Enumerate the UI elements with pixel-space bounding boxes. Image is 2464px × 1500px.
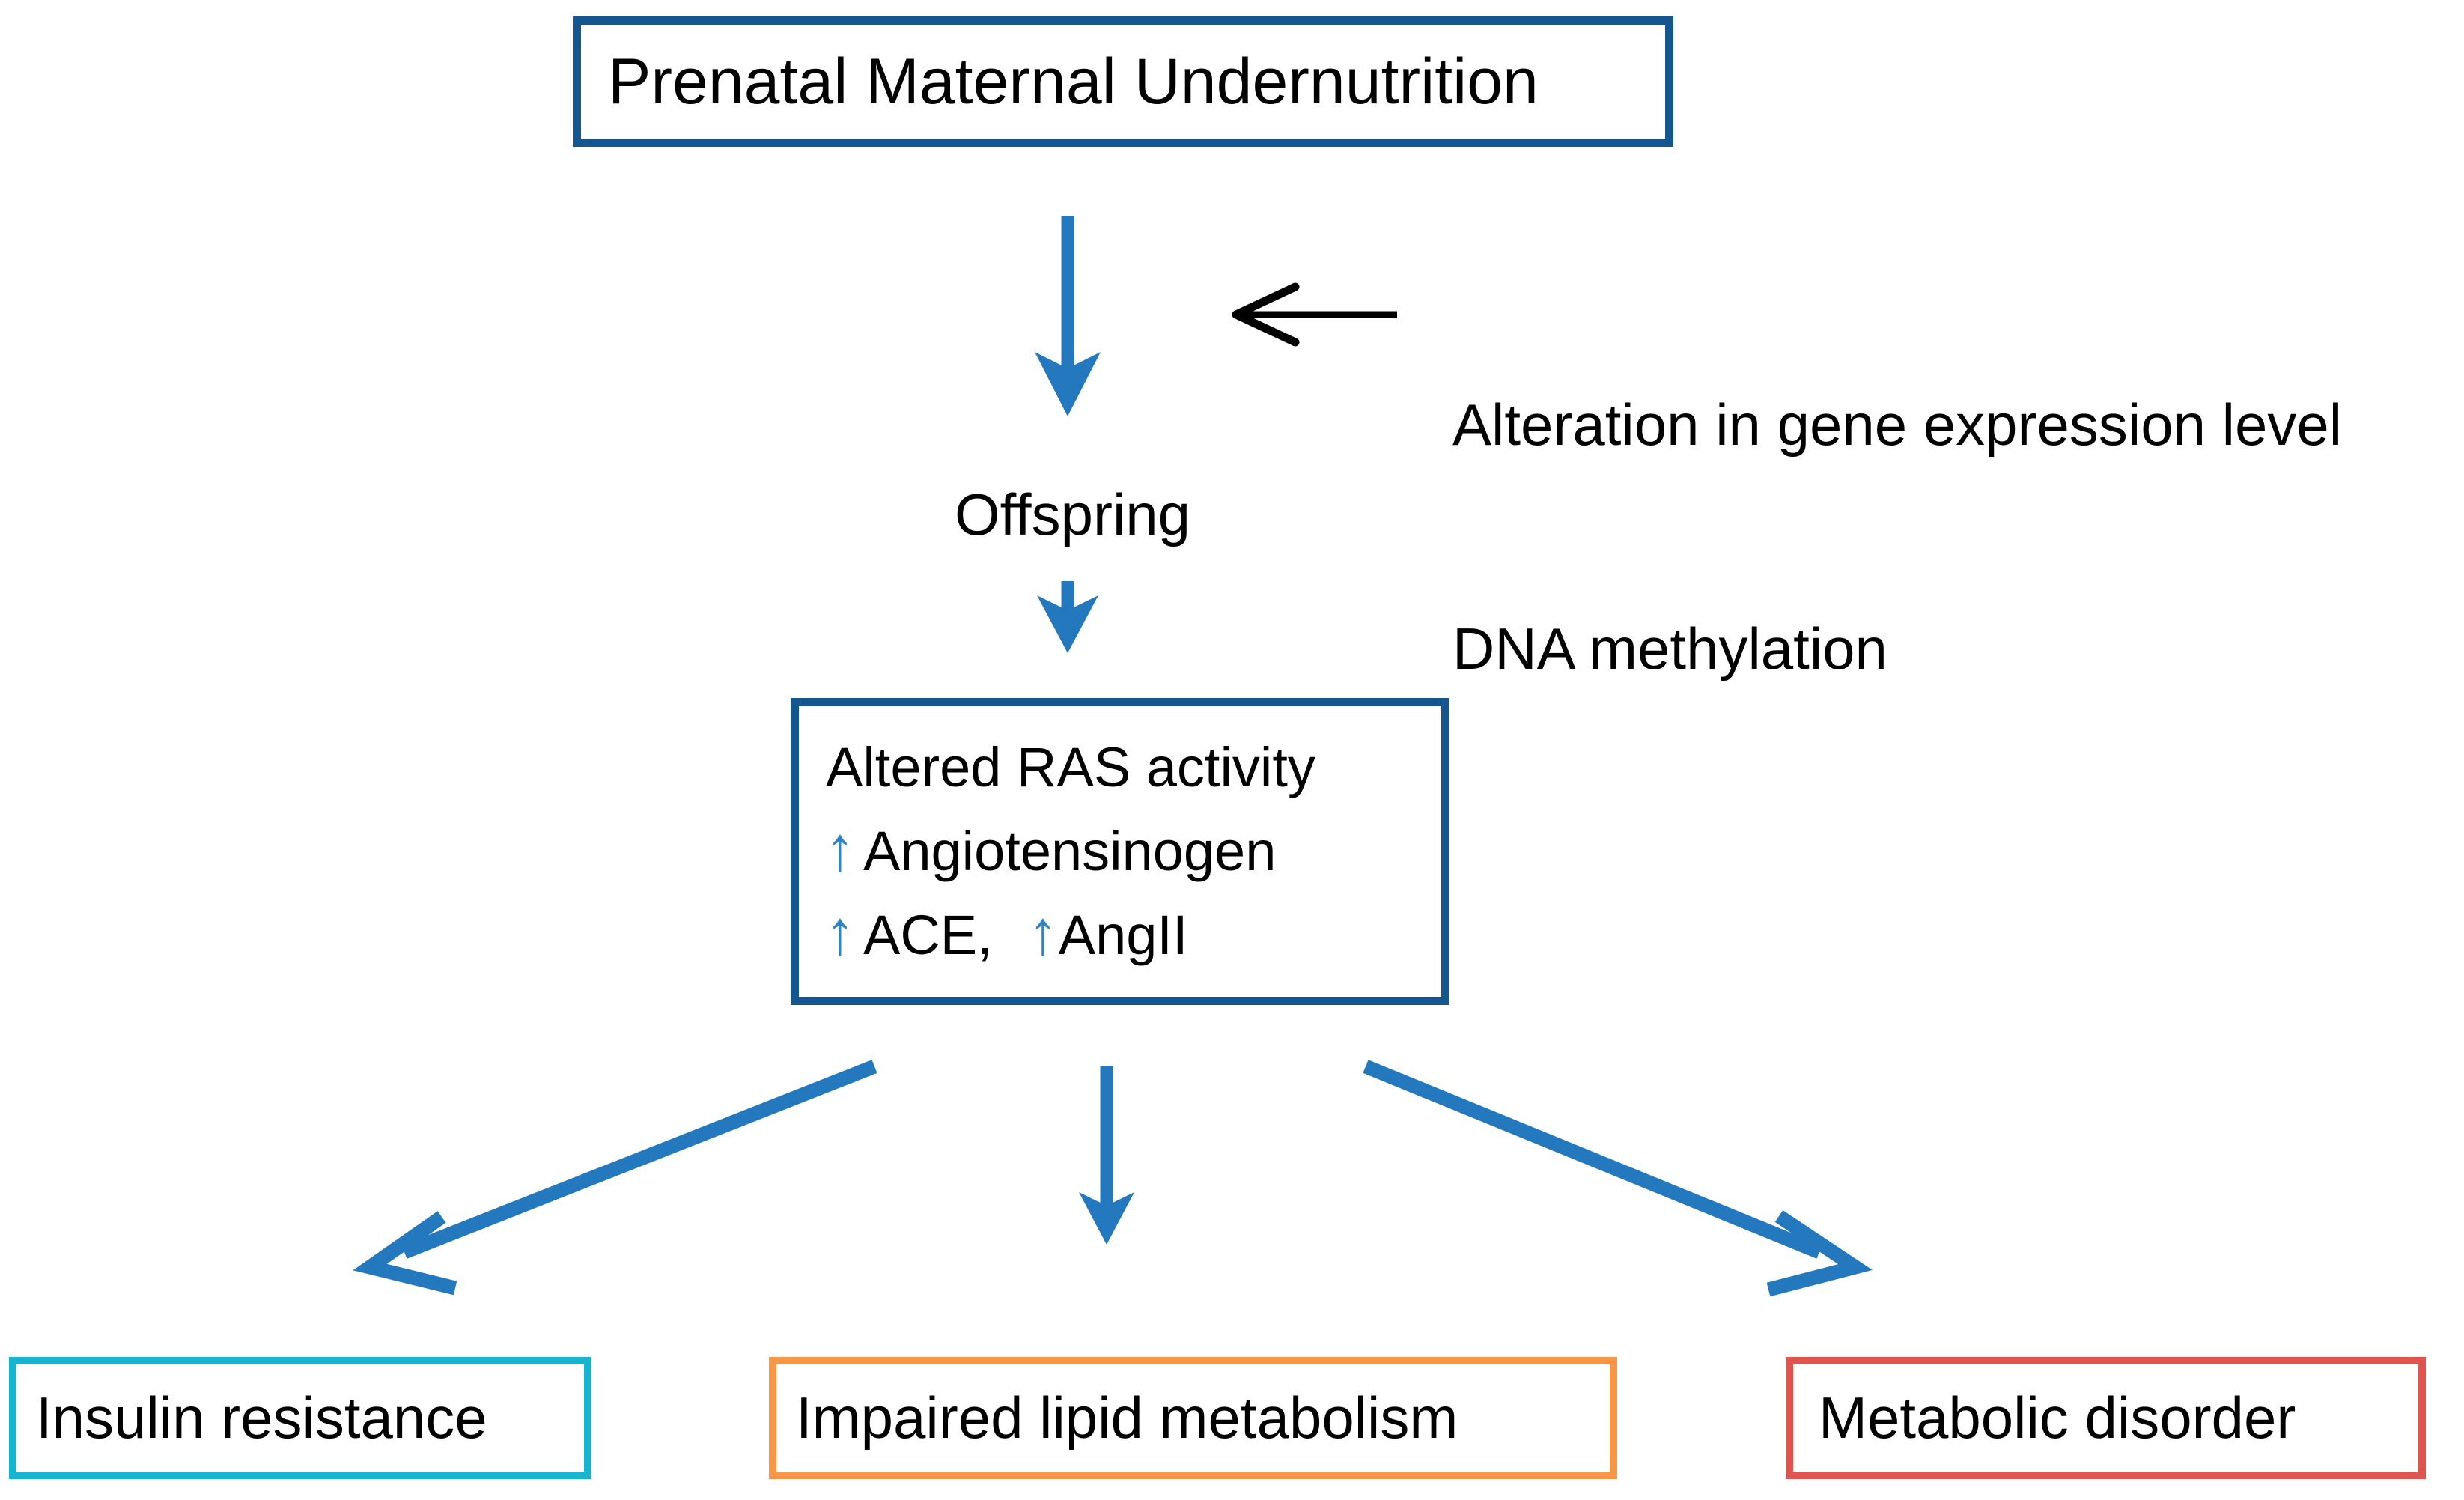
node-label-metabolic-disorder: Metabolic disorder	[1819, 1384, 2296, 1451]
arrow-offspring-to-ras	[1037, 581, 1098, 653]
node-metabolic-disorder[interactable]: Metabolic disorder	[1786, 1357, 2426, 1479]
ras-heading-label: Altered RAS activity	[826, 736, 1315, 799]
node-label-impaired-lipid-metabolism: Impaired lipid metabolism	[796, 1384, 1458, 1451]
arrow-epigenetic-note	[1232, 282, 1397, 347]
annotation-line-dna-methylation: DNA methylation	[1452, 616, 1887, 682]
ras-item-angiotensinogen: ↑ Angiotensinogen	[824, 810, 1277, 893]
annotation-line-gene-expression: Alteration in gene expression level	[1452, 391, 2343, 458]
ras-item-ace-angii: ↑ ACE, ↑ AngII	[824, 893, 1188, 977]
node-label-insulin-resistance: Insulin resistance	[36, 1384, 487, 1451]
node-label-offspring: Offspring	[955, 482, 1191, 547]
arrow-prenatal-to-offspring	[1035, 216, 1101, 416]
ras-item-label-ace: ACE,	[863, 904, 993, 967]
ras-item-label-angii: AngII	[1058, 904, 1188, 967]
annotation-epigenetic-mechanism: Alteration in gene expression level DNA …	[1452, 238, 2342, 836]
ras-item-label-angiotensinogen: Angiotensinogen	[863, 820, 1277, 883]
node-altered-ras-activity[interactable]: Altered RAS activity ↑ Angiotensinogen ↑…	[791, 698, 1449, 1005]
up-arrow-icon: ↑	[1028, 897, 1058, 968]
node-prenatal-maternal-undernutrition[interactable]: Prenatal Maternal Undernutrition	[573, 16, 1673, 147]
arrow-ras-to-lipid	[1079, 1066, 1134, 1245]
node-insulin-resistance[interactable]: Insulin resistance	[9, 1357, 591, 1479]
up-arrow-icon: ↑	[825, 897, 855, 968]
up-arrow-icon: ↑	[825, 813, 855, 884]
node-label-prenatal: Prenatal Maternal Undernutrition	[608, 45, 1539, 118]
arrow-ras-to-metabolic	[1363, 1060, 1873, 1297]
ras-heading-row: Altered RAS activity	[824, 726, 1315, 810]
arrow-ras-to-insulin	[353, 1060, 877, 1296]
node-impaired-lipid-metabolism[interactable]: Impaired lipid metabolism	[769, 1357, 1617, 1479]
